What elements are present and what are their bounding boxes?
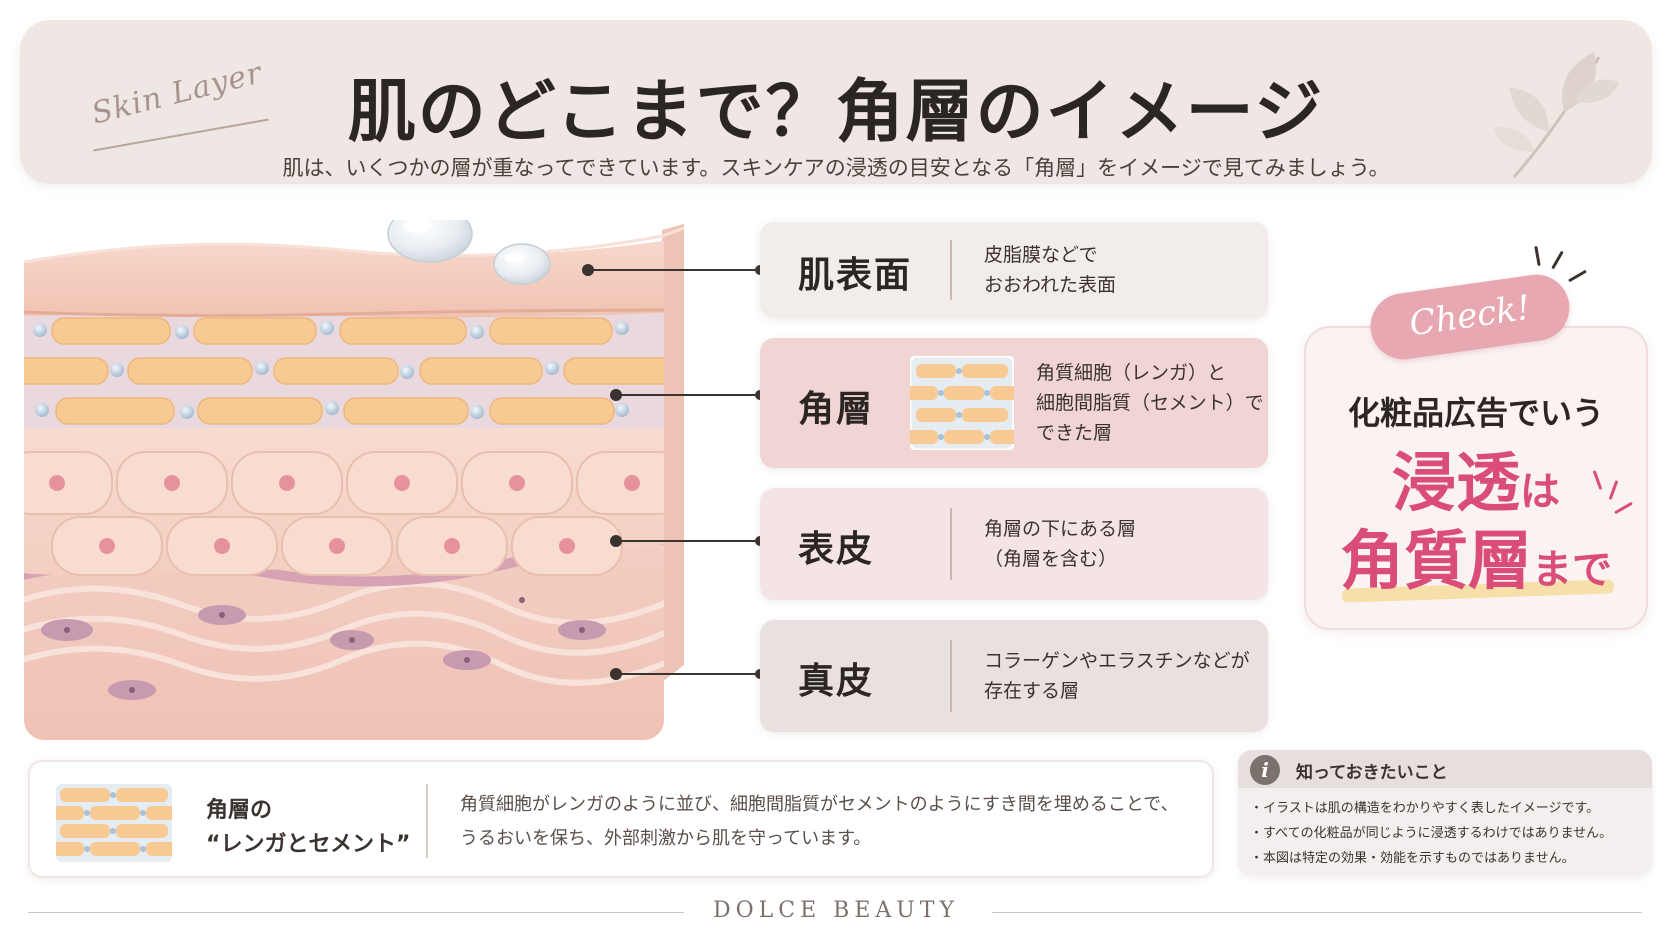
layer-desc: コラーゲンやエラスチンなどが存在する層 bbox=[984, 650, 1250, 702]
divider bbox=[426, 784, 428, 858]
leaf-icon bbox=[1494, 52, 1619, 178]
list-item: ・すべての化粧品が同じように浸透するわけではありません。 bbox=[1250, 826, 1613, 841]
layer-desc: 皮脂膜などでおおわれた表面 bbox=[984, 244, 1117, 296]
info-panel-title: 角層の“レンガとセメント” bbox=[206, 798, 411, 857]
layer-name: 表皮 bbox=[798, 529, 875, 570]
notes-title: 知っておきたいこと bbox=[1296, 763, 1448, 783]
skin-cross-section bbox=[22, 205, 722, 740]
layer-name: 角層 bbox=[798, 389, 875, 430]
skin-illustration bbox=[23, 205, 685, 740]
callout-stratum-corneum: 角層 角質細胞（レンガ）と細胞間脂質（セメント）でできた層 bbox=[760, 338, 1268, 468]
divider bbox=[950, 508, 952, 580]
brick-cement-info-panel: 角層の“レンガとセメント” 角質細胞がレンガのように並び、細胞間脂質がセメントの… bbox=[28, 760, 1214, 878]
notes-list: ・イラストは肌の構造をわかりやすく表したイメージです。 ・すべての化粧品が同じよ… bbox=[1250, 796, 1612, 871]
page-subtitle: 肌は、いくつかの層が重なってできています。スキンケアの浸透の目安となる「角層」を… bbox=[282, 156, 1390, 180]
notes-header: i 知っておきたいこと bbox=[1238, 750, 1652, 788]
check-line3: 角質層まで bbox=[1340, 525, 1612, 599]
layer-name: 肌表面 bbox=[798, 255, 913, 296]
divider bbox=[950, 240, 952, 300]
brick-cement-thumbnail bbox=[910, 356, 1014, 450]
layer-name: 真皮 bbox=[798, 661, 875, 702]
layer-desc: 角層の下にある層（角層を含む） bbox=[984, 518, 1137, 570]
info-icon: i bbox=[1250, 755, 1280, 785]
header-banner: Skin Layer 肌のどこまで？角層のイメージ 肌は、いくつかの層が重なって… bbox=[20, 20, 1652, 184]
info-panel-text: 角質細胞がレンガのように並び、細胞間脂質がセメントのようにすき間を埋めることで、… bbox=[460, 794, 1179, 849]
brick-cement-thumbnail bbox=[56, 784, 172, 862]
layer-desc: 角質細胞（レンガ）と細胞間脂質（セメント）でできた層 bbox=[1036, 362, 1264, 444]
callout-skin-surface: 肌表面 皮脂膜などでおおわれた表面 bbox=[760, 222, 1268, 318]
check-line2: 浸透は bbox=[1392, 447, 1560, 521]
notes-box: i 知っておきたいこと ・イラストは肌の構造をわかりやすく表したイメージです。 … bbox=[1238, 750, 1652, 876]
callout-dermis: 真皮 コラーゲンやエラスチンなどが存在する層 bbox=[760, 620, 1268, 732]
check-line1: 化粧品広告でいう bbox=[1347, 394, 1604, 432]
brand-name: DOLCE BEAUTY bbox=[712, 898, 960, 923]
divider bbox=[950, 640, 952, 712]
callout-epidermis: 表皮 角層の下にある層（角層を含む） bbox=[760, 488, 1268, 600]
footer-divider bbox=[992, 912, 1642, 913]
list-item: ・イラストは肌の構造をわかりやすく表したイメージです。 bbox=[1250, 801, 1600, 816]
footer-divider bbox=[28, 912, 684, 913]
page-title: 肌のどこまで？角層のイメージ bbox=[347, 72, 1325, 152]
list-item: ・本図は特定の効果・効能を示すものではありません。 bbox=[1250, 851, 1575, 866]
